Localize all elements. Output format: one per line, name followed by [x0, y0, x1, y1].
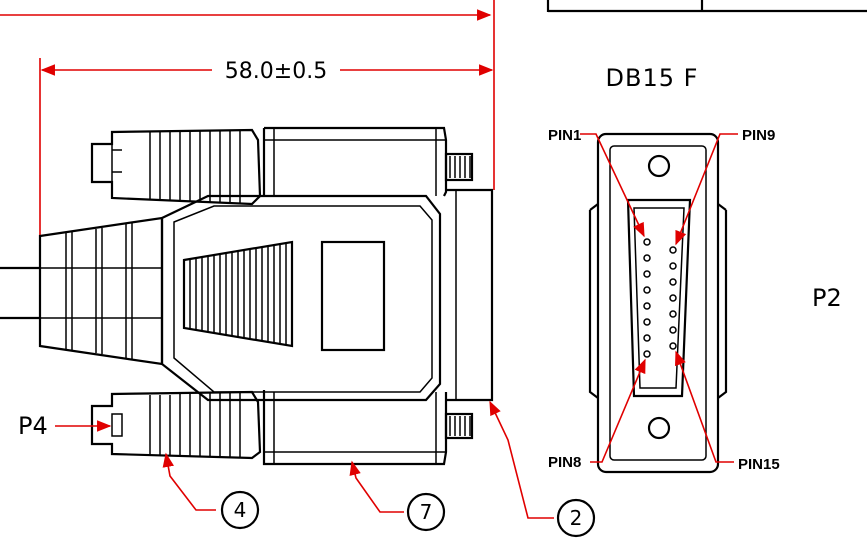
lower-screw-head [444, 412, 474, 440]
balloon-4 [220, 490, 260, 530]
pin9-label: PIN9 [742, 127, 775, 144]
strain-relief [38, 216, 164, 366]
title-block-fragment [546, 0, 867, 13]
pin1-label: PIN1 [548, 127, 581, 144]
pin15-label: PIN15 [738, 456, 780, 473]
label-p2: P2 [812, 284, 842, 312]
dimension-label: 58.0±0.5 [225, 59, 327, 84]
connector-title: DB15 F [606, 64, 699, 92]
db15-face-view [588, 132, 728, 474]
balloon-2 [556, 498, 596, 538]
mounting-hole-bottom [647, 416, 671, 440]
upper-thumbscrew [90, 128, 262, 206]
pin-holes [643, 238, 677, 358]
lower-thumbscrew [90, 390, 262, 460]
mounting-hole-top [647, 154, 671, 178]
balloon-4-label: 4 [234, 498, 247, 522]
balloon-7-label: 7 [420, 500, 433, 524]
molded-hood [160, 194, 442, 402]
connector-face [446, 188, 494, 402]
upper-screw-head [444, 152, 474, 182]
dimension-lines: 58.0±0.5 [0, 0, 495, 236]
label-p4: P4 [18, 412, 48, 440]
cable [0, 266, 40, 320]
balloon-7 [406, 492, 446, 532]
balloon-2-label: 2 [570, 506, 583, 530]
balloon-2-group: 2 [489, 400, 596, 538]
balloon-4-group: 4 [162, 452, 260, 530]
balloon-7-group: 7 [349, 460, 446, 532]
pin-leaders [580, 133, 738, 463]
pin8-label: PIN8 [548, 454, 581, 471]
